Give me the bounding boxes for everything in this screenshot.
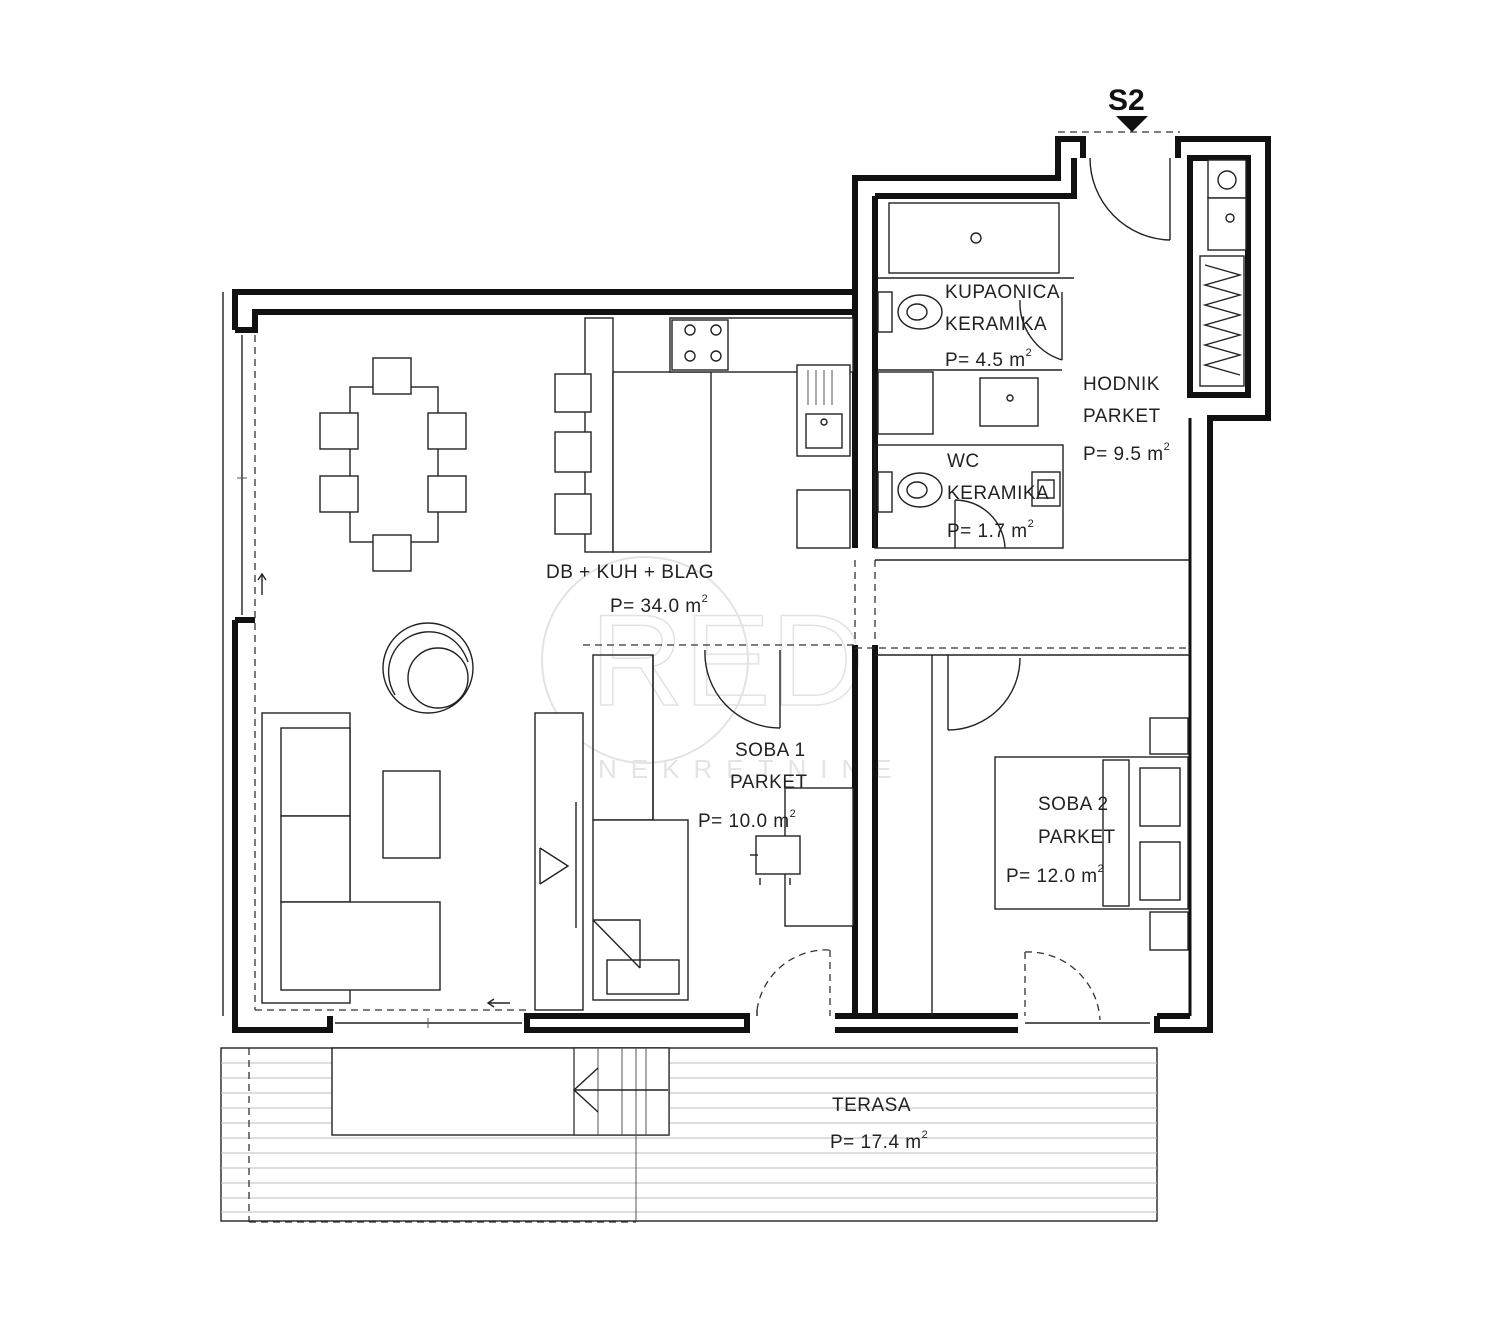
hall-floor: PARKET: [1083, 406, 1161, 427]
terrace-decking: [220, 1047, 1158, 1223]
watermark: RED NEKRETNINE: [541, 556, 906, 784]
room2-area: P= 12.0 m2: [1006, 863, 1104, 887]
living-name: DB + KUH + BLAG: [546, 562, 714, 583]
living-area: P= 34.0 m2: [610, 593, 708, 617]
room2-name: SOBA 2: [1038, 794, 1109, 815]
terrace-area: P= 17.4 m2: [830, 1129, 928, 1153]
hall-name: HODNIK: [1083, 374, 1160, 395]
wc-fixtures: [874, 444, 1064, 549]
bathroom-fixtures: [877, 202, 1074, 435]
hall-area: P= 9.5 m2: [1083, 441, 1170, 465]
bath-area: P= 4.5 m2: [945, 347, 1032, 371]
wc-area: P= 1.7 m2: [947, 518, 1034, 542]
terrace-name: TERASA: [832, 1095, 911, 1116]
walls: [232, 136, 1271, 1033]
watermark-sub-text: NEKRETNINE: [598, 754, 906, 784]
room1-furniture: [583, 644, 855, 1016]
room1-area: P= 10.0 m2: [698, 808, 796, 832]
watermark-logo-text: RED: [590, 587, 864, 733]
hall-wardrobe: [1199, 159, 1247, 387]
room2-floor: PARKET: [1038, 827, 1116, 848]
section-marker-label: S2: [1108, 84, 1145, 117]
sofa: [261, 712, 441, 1004]
kitchen: [554, 317, 854, 553]
section-arrow-icon: [1116, 116, 1148, 132]
lounge-chair: [382, 622, 474, 714]
dining-table: [319, 357, 467, 572]
wc-name: WC: [947, 451, 980, 472]
room1-floor: PARKET: [730, 772, 808, 793]
bath-floor: KERAMIKA: [945, 314, 1047, 335]
room1-name: SOBA 1: [735, 740, 806, 761]
room2-furniture: [855, 647, 1190, 1024]
bath-name: KUPAONICA: [945, 282, 1060, 303]
living-windows: [222, 292, 527, 1028]
tv-unit: [534, 712, 584, 1011]
wc-floor: KERAMIKA: [947, 483, 1049, 504]
entrance-door[interactable]: [1058, 131, 1180, 241]
